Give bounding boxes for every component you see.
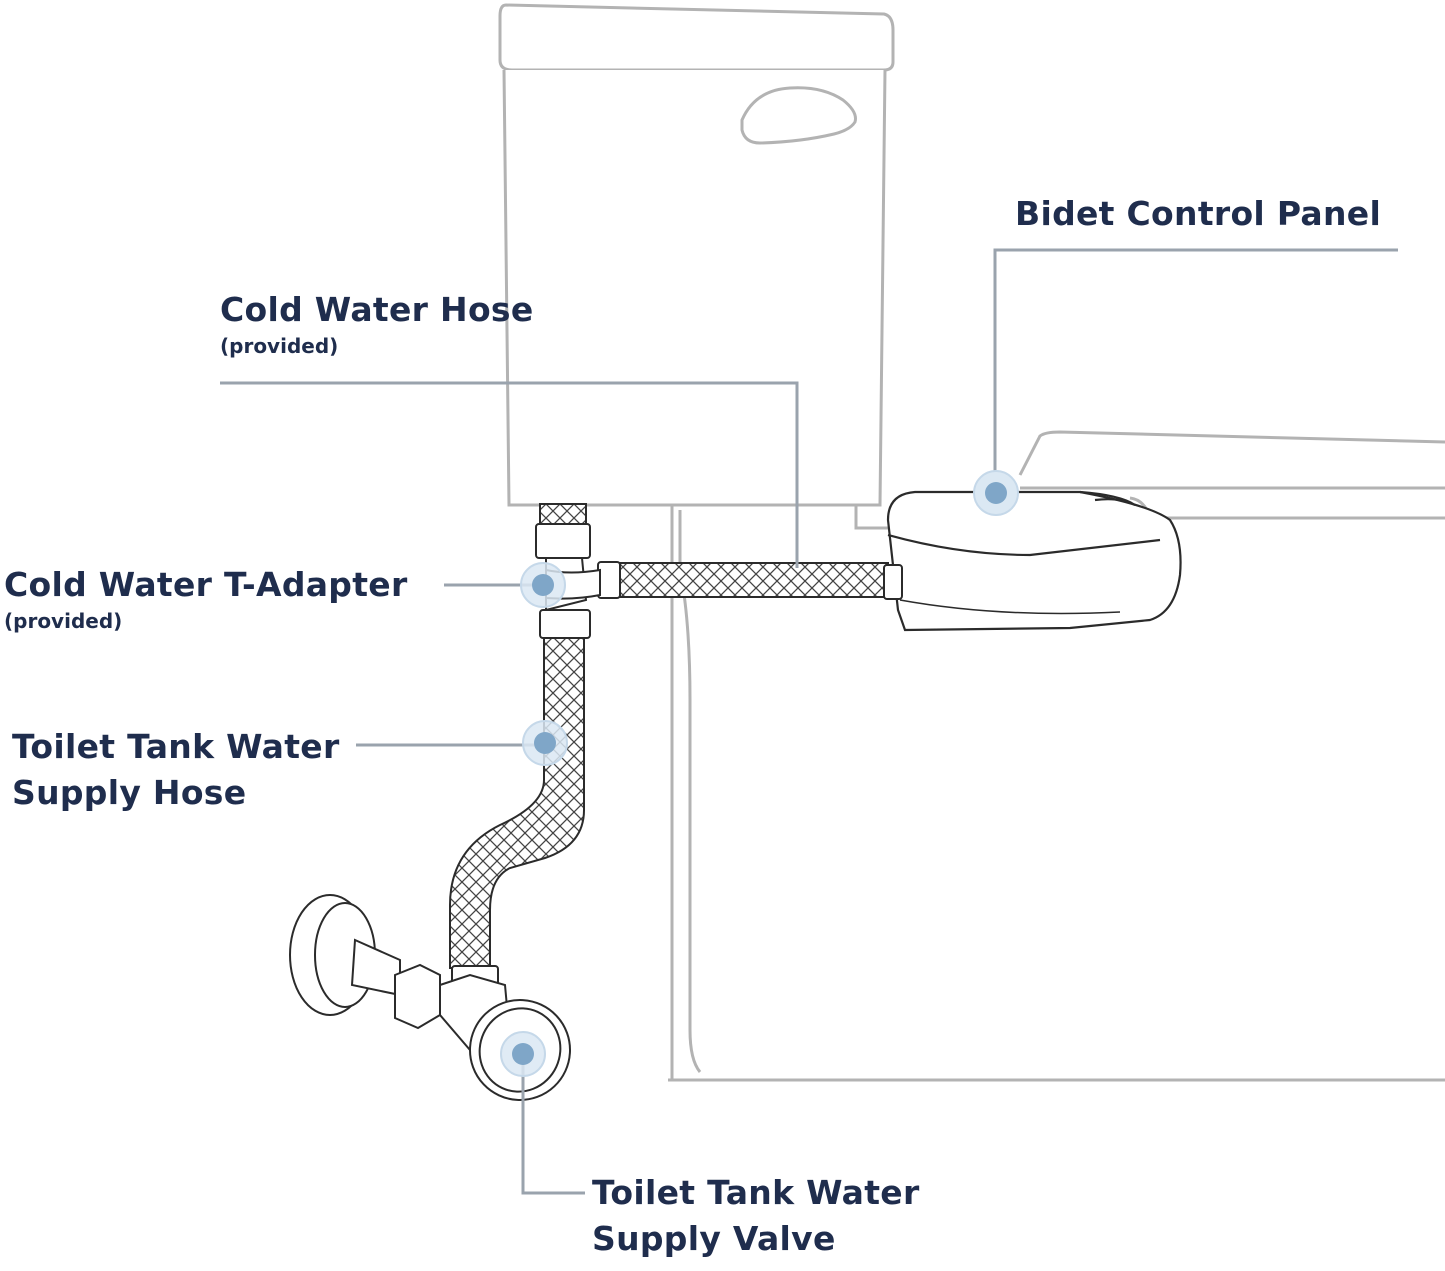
label-cold-water-hose-note: (provided): [220, 334, 339, 358]
label-supply-hose-line1: Toilet Tank Water: [12, 727, 340, 766]
tank-body: [502, 69, 887, 507]
callout-markers: [500, 470, 1019, 1077]
marker-cold-water-t-adapter: [520, 562, 566, 608]
marker-supply-hose: [522, 720, 568, 766]
toilet-base: [668, 505, 1445, 1082]
label-supply-valve: Toilet Tank Water Supply Valve: [592, 1170, 920, 1262]
label-cold-water-t-adapter-title: Cold Water T-Adapter: [4, 565, 408, 604]
label-supply-hose: Toilet Tank Water Supply Hose: [12, 724, 340, 816]
bidet-control-panel-housing: [886, 490, 1182, 632]
flush-handle-icon: [740, 86, 857, 145]
label-supply-hose-line2: Supply Hose: [12, 773, 247, 812]
supply-hose-illustration: [449, 637, 585, 995]
toilet-tank: [498, 3, 895, 507]
tank-base-step: [670, 505, 890, 530]
cold-water-hose-illustration: [597, 561, 903, 600]
leader-cold-water-hose: [220, 381, 799, 568]
label-cold-water-hose-title: Cold Water Hose: [220, 290, 534, 329]
seat-lower-edge: [1129, 496, 1445, 520]
marker-bidet-control-panel: [973, 470, 1019, 516]
supply-valve-illustration: [289, 894, 571, 1101]
label-cold-water-t-adapter: Cold Water T-Adapter (provided): [4, 562, 408, 634]
label-bidet-control-panel: Bidet Control Panel: [1015, 194, 1382, 233]
label-cold-water-hose: Cold Water Hose (provided): [220, 287, 534, 359]
bowl-neck-inner: [678, 510, 702, 1073]
marker-supply-valve: [500, 1031, 546, 1077]
tank-lid: [498, 3, 895, 72]
label-supply-valve-line2: Supply Valve: [592, 1219, 836, 1258]
leader-bidet-control-panel: [993, 248, 1398, 490]
seat-lid: [1018, 430, 1445, 476]
label-cold-water-t-adapter-note: (provided): [4, 609, 123, 633]
label-supply-valve-line1: Toilet Tank Water: [592, 1173, 920, 1212]
leader-supply-valve: [521, 1054, 585, 1195]
